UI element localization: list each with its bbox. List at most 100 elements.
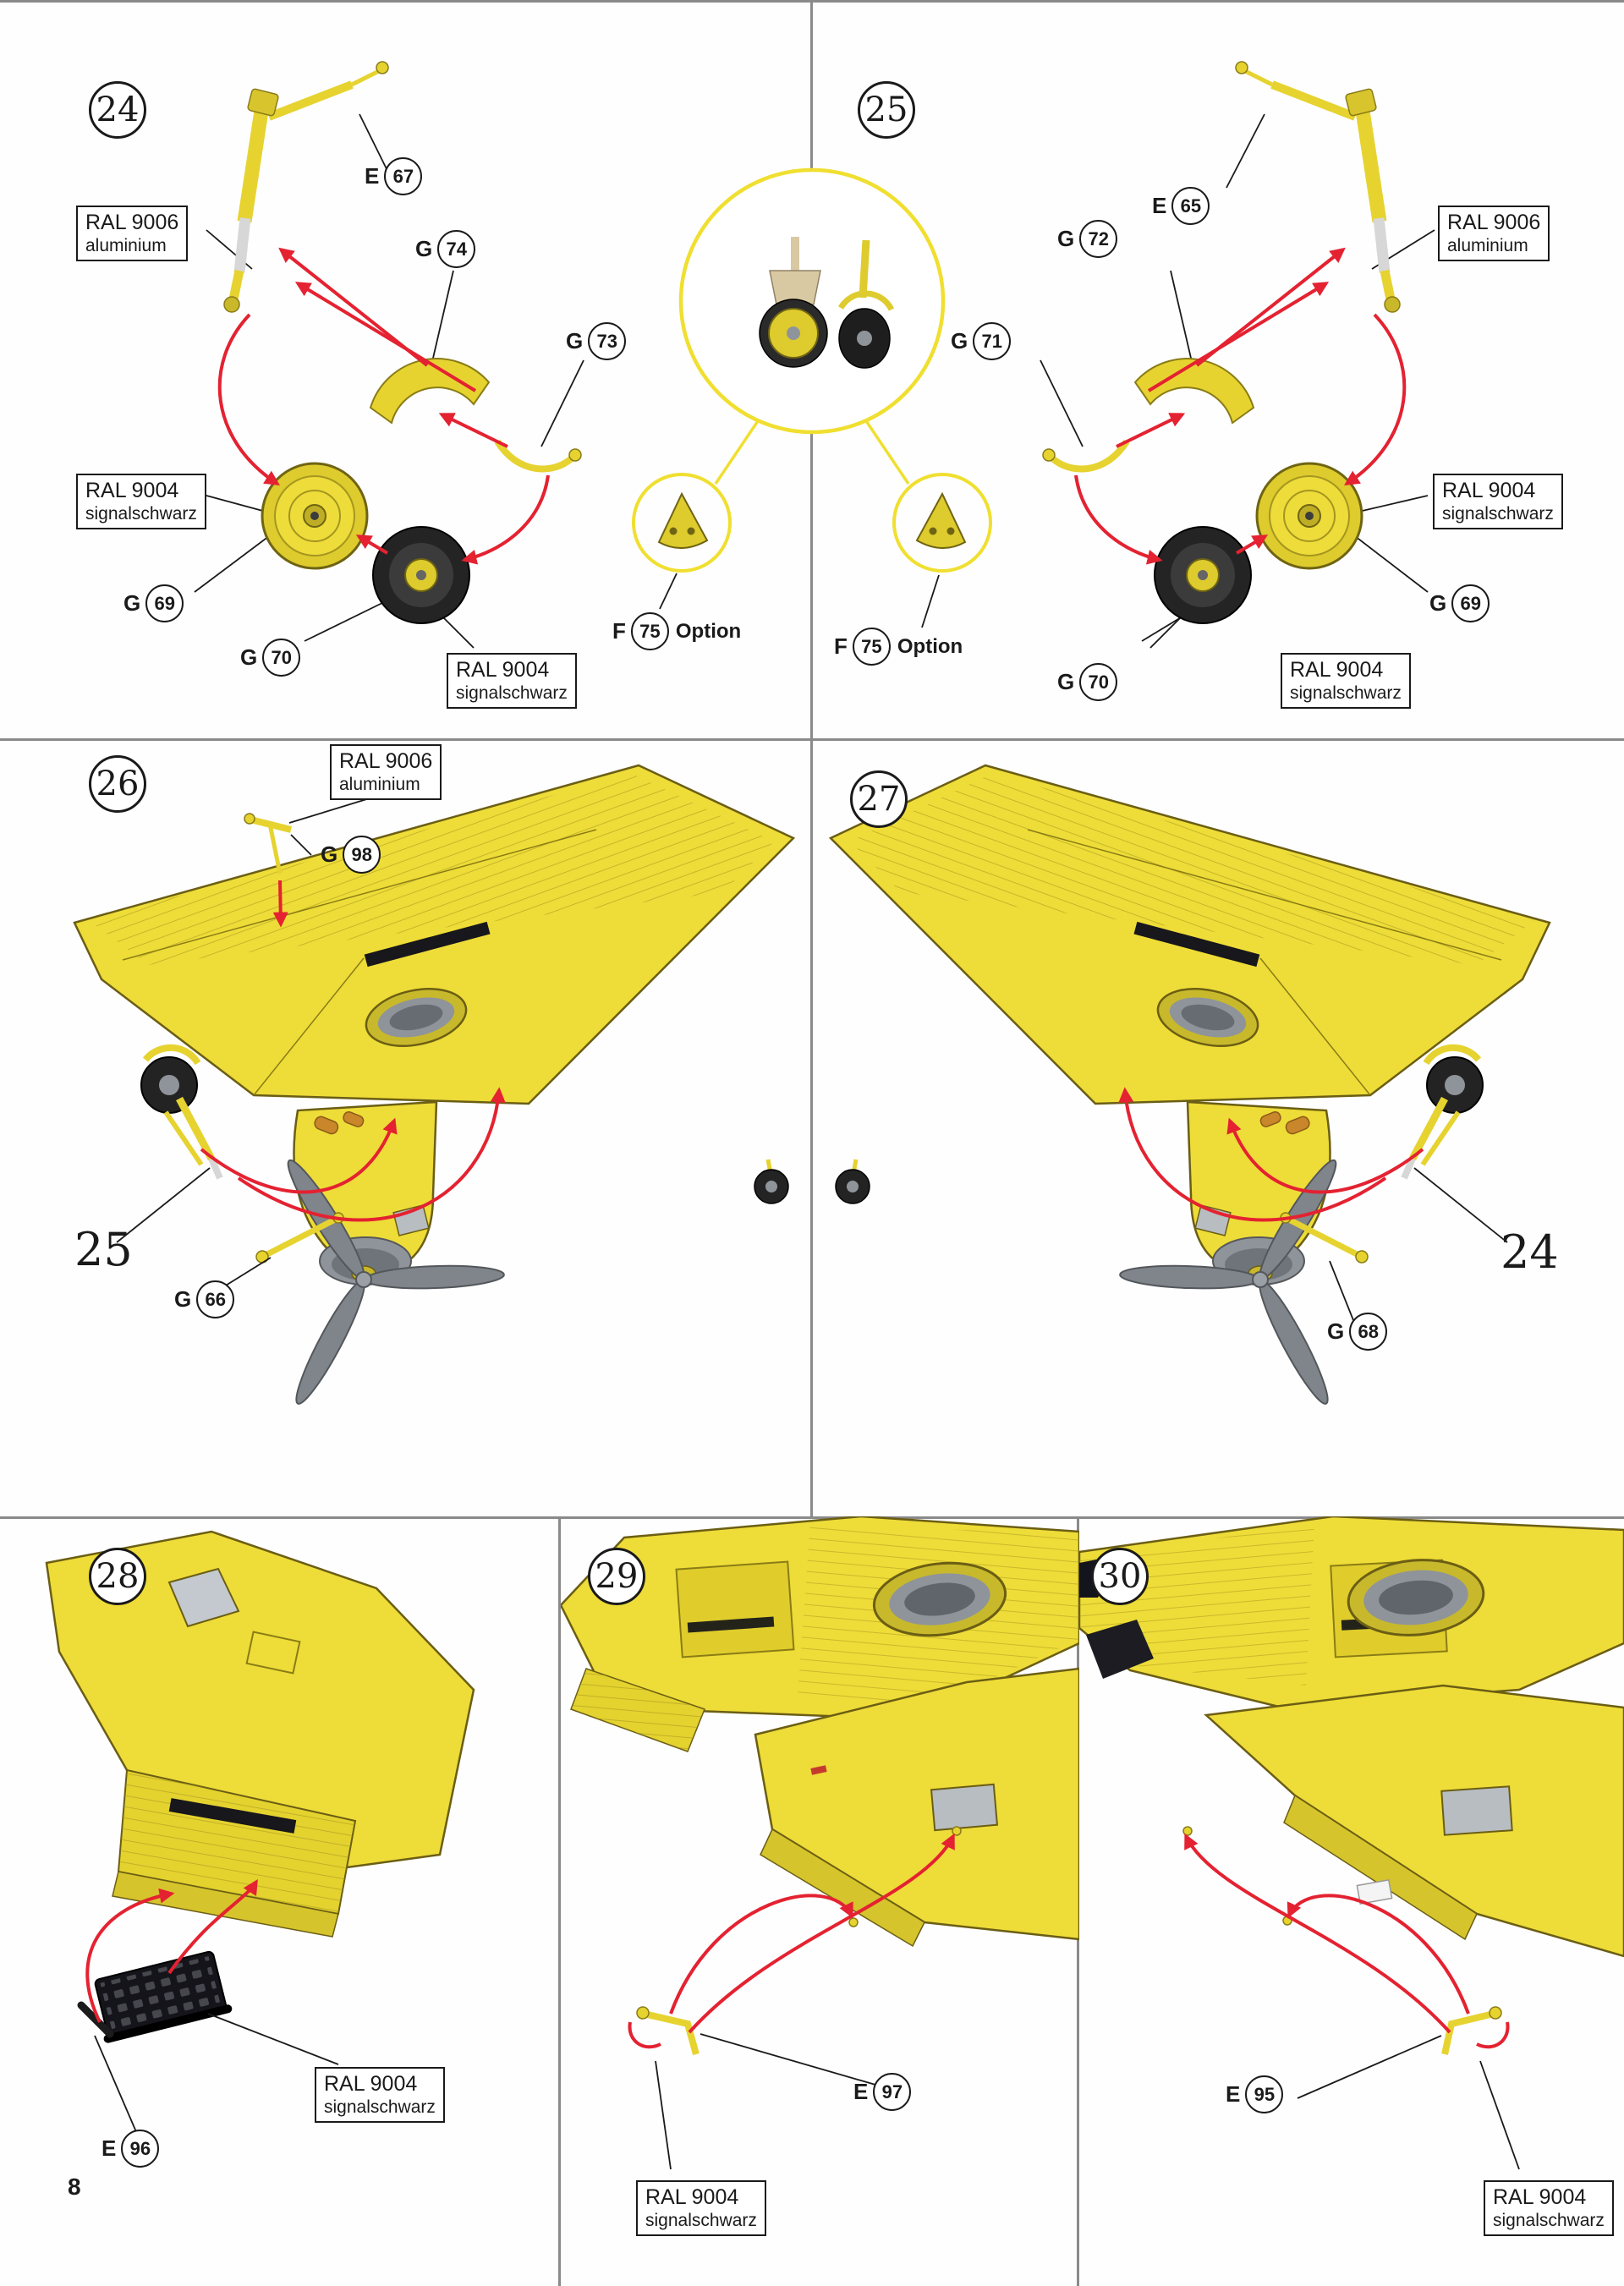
- part-number: 97: [873, 2073, 912, 2111]
- part-number: 96: [121, 2130, 160, 2168]
- paint-callout-ral9004: RAL 9004 signalschwarz: [76, 474, 206, 530]
- paint-callout-ral9004: RAL 9004 signalschwarz: [636, 2180, 766, 2237]
- step-number-30: 30: [1091, 1548, 1149, 1605]
- paint-code: RAL 9004: [1442, 479, 1536, 502]
- callout-g-98: G 98: [321, 836, 381, 874]
- callout-e-67: E 67: [365, 157, 423, 195]
- part-letter: G: [1057, 226, 1075, 251]
- paint-name: signalschwarz: [85, 504, 197, 524]
- callout-g-69: G 69: [123, 584, 184, 622]
- part-number: 75: [852, 628, 891, 666]
- step-reference-25: 25: [74, 1223, 133, 1276]
- part-number: 72: [1079, 220, 1118, 258]
- part-letter: G: [321, 841, 338, 867]
- step-reference-24: 24: [1501, 1225, 1559, 1279]
- part-letter: G: [415, 236, 433, 261]
- part-number: 73: [588, 322, 627, 360]
- callout-e-97: E 97: [853, 2073, 912, 2111]
- callout-g-69: G 69: [1429, 584, 1490, 622]
- part-letter: E: [1152, 193, 1167, 218]
- paint-code: RAL 9004: [1493, 2185, 1587, 2209]
- step-30-illustration: [1079, 1516, 1624, 2170]
- part-number: 68: [1349, 1313, 1388, 1351]
- part-letter: G: [240, 644, 258, 670]
- callout-e-96: E 96: [102, 2130, 160, 2168]
- step-number-27: 27: [850, 770, 908, 828]
- paint-code: RAL 9004: [324, 2072, 418, 2096]
- part-number: 71: [973, 322, 1012, 360]
- paint-name: signalschwarz: [456, 683, 568, 703]
- part-number: 69: [1451, 584, 1490, 622]
- paint-name: signalschwarz: [324, 2097, 436, 2117]
- part-letter: G: [951, 328, 968, 354]
- callout-e-95: E 95: [1226, 2075, 1284, 2113]
- page-number: 8: [68, 2174, 81, 2200]
- part-number: 70: [1079, 663, 1118, 701]
- paint-name: signalschwarz: [1290, 683, 1402, 703]
- part-number: 66: [196, 1280, 235, 1318]
- paint-callout-ral9004: RAL 9004 signalschwarz: [1484, 2180, 1614, 2237]
- part-number: 65: [1171, 187, 1210, 225]
- paint-callout-ral9004: RAL 9004 signalschwarz: [447, 653, 577, 710]
- step-29-illustration: [561, 1516, 1079, 2170]
- part-letter: E: [853, 2079, 869, 2104]
- paint-code: RAL 9006: [85, 211, 179, 234]
- part-letter: G: [174, 1286, 192, 1312]
- callout-e-65: E 65: [1152, 187, 1210, 225]
- step-number-26: 26: [89, 755, 146, 813]
- option-label: Option: [897, 634, 963, 658]
- part-number: 70: [262, 639, 301, 677]
- option-label: Option: [675, 619, 742, 643]
- section-divider: [558, 1516, 561, 2286]
- part-letter: G: [1057, 669, 1075, 694]
- step-number-24: 24: [89, 81, 146, 139]
- paint-code: RAL 9004: [645, 2185, 739, 2209]
- paint-name: aluminium: [85, 236, 167, 255]
- callout-g-70: G 70: [1057, 663, 1118, 701]
- step-26-illustration: [73, 764, 796, 1405]
- paint-name: signalschwarz: [1493, 2211, 1605, 2230]
- part-letter: F: [834, 633, 848, 659]
- paint-name: signalschwarz: [645, 2211, 757, 2230]
- callout-g-68: G 68: [1327, 1313, 1388, 1351]
- paint-code: RAL 9004: [85, 479, 179, 502]
- callout-g-72: G 72: [1057, 220, 1118, 258]
- part-number: 95: [1245, 2075, 1284, 2113]
- callout-g-74: G 74: [415, 230, 476, 268]
- part-letter: E: [1226, 2081, 1241, 2107]
- part-letter: F: [612, 618, 626, 644]
- callout-g-66: G 66: [174, 1280, 235, 1318]
- part-number: 75: [630, 612, 669, 650]
- section-divider: [810, 738, 813, 1516]
- part-letter: G: [1429, 590, 1447, 616]
- step-number-29: 29: [588, 1548, 645, 1605]
- step-24-illustration: [194, 61, 773, 649]
- part-number: 69: [145, 584, 184, 622]
- part-letter: G: [123, 590, 141, 616]
- paint-callout-ral9006: RAL 9006 aluminium: [76, 206, 189, 262]
- step-27-illustration: [828, 764, 1551, 1405]
- section-divider: [0, 1516, 1624, 1519]
- part-letter: G: [566, 328, 584, 354]
- paint-callout-ral9004: RAL 9004 signalschwarz: [315, 2067, 445, 2124]
- step-number-28: 28: [89, 1548, 146, 1605]
- paint-code: RAL 9004: [456, 658, 550, 682]
- paint-callout-ral9004: RAL 9004 signalschwarz: [1281, 653, 1411, 710]
- callout-g-70: G 70: [240, 639, 301, 677]
- paint-callout-ral9006: RAL 9006 aluminium: [330, 744, 442, 801]
- part-number: 67: [384, 157, 423, 195]
- part-letter: E: [102, 2135, 117, 2161]
- wheel-detail-inset: [678, 167, 946, 435]
- paint-name: aluminium: [1447, 236, 1528, 255]
- step-25-illustration: [851, 61, 1435, 649]
- paint-callout-ral9004: RAL 9004 signalschwarz: [1433, 474, 1563, 530]
- paint-name: aluminium: [339, 775, 420, 794]
- part-letter: G: [1327, 1318, 1345, 1344]
- callout-f-75-option: F 75 Option: [834, 628, 963, 666]
- step-28-illustration: [45, 1530, 475, 2135]
- part-letter: E: [365, 163, 380, 189]
- paint-name: signalschwarz: [1442, 504, 1554, 524]
- paint-code: RAL 9006: [339, 749, 433, 773]
- callout-g-73: G 73: [566, 322, 627, 360]
